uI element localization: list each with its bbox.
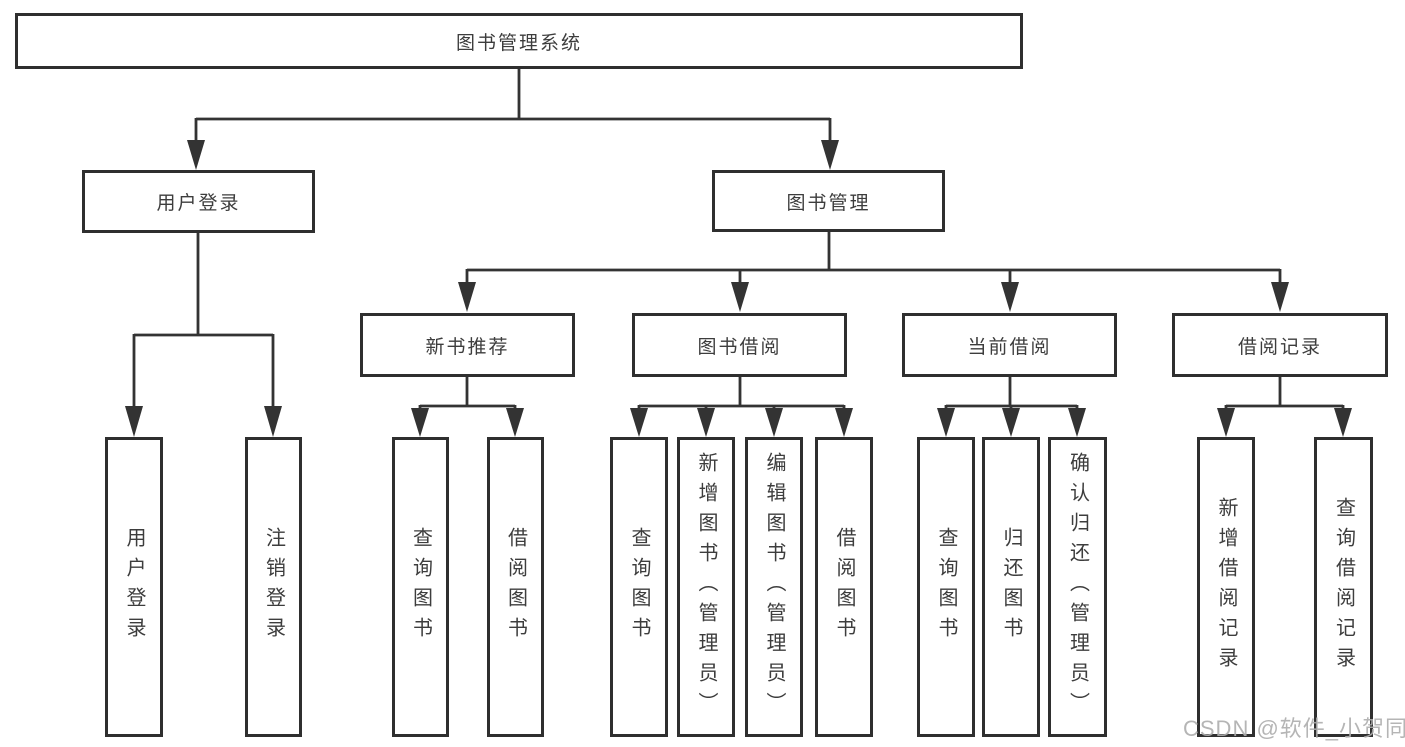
connector-borrowrecords-to-leaves	[1217, 377, 1352, 437]
arrowhead	[630, 408, 648, 437]
node-current-borrow: 当前借阅	[902, 313, 1117, 377]
leaf-logout-login: 注销登录	[245, 437, 302, 737]
arrowhead	[187, 140, 205, 170]
leaf-user-login-label: 用户登录	[123, 527, 145, 647]
arrowhead	[1217, 408, 1235, 437]
leaf-add-borrow-record: 新增借阅记录	[1197, 437, 1255, 737]
node-new-book-recommend-label: 新书推荐	[425, 336, 510, 358]
node-new-book-recommend: 新书推荐	[360, 313, 575, 377]
leaf-return-books-label: 归还图书	[1000, 527, 1022, 647]
leaf-recommend-query-books: 查询图书	[392, 437, 449, 737]
arrowhead	[835, 408, 853, 437]
node-book-borrow-label: 图书借阅	[697, 336, 782, 358]
node-user-login: 用户登录	[82, 170, 315, 233]
csdn-watermark: CSDN @软件_小贺同学	[1183, 716, 1405, 741]
node-root-system: 图书管理系统	[15, 13, 1023, 69]
leaf-current-query-books: 查询图书	[917, 437, 975, 737]
connector-bookborrow-to-leaves	[630, 377, 853, 437]
leaf-recommend-borrow-books: 借阅图书	[487, 437, 544, 737]
arrowhead	[264, 406, 282, 437]
leaf-query-borrow-record: 查询借阅记录	[1314, 437, 1373, 737]
leaf-return-books: 归还图书	[982, 437, 1040, 737]
connector-currentborrow-to-leaves	[937, 377, 1086, 437]
arrowhead	[1068, 408, 1086, 437]
arrowhead	[821, 140, 839, 170]
connector-bookmgmt-to-level3	[458, 232, 1289, 312]
leaf-query-borrow-record-label: 查询借阅记录	[1332, 497, 1355, 677]
leaf-edit-books-admin: 编辑图书（管理员）	[745, 437, 803, 737]
leaf-current-query-books-label: 查询图书	[935, 527, 957, 647]
node-book-management-label: 图书管理	[786, 192, 871, 214]
connector-userlogin-to-leaves	[125, 233, 282, 437]
arrowhead	[458, 282, 476, 312]
arrowhead	[765, 408, 783, 437]
connector-newbooks-to-leaves	[411, 377, 524, 437]
arrowhead	[697, 408, 715, 437]
arrowhead	[506, 408, 524, 437]
leaf-add-borrow-record-label: 新增借阅记录	[1215, 497, 1237, 677]
node-book-borrow: 图书借阅	[632, 313, 847, 377]
arrowhead	[125, 406, 143, 437]
node-borrow-records-label: 借阅记录	[1237, 336, 1322, 358]
leaf-borrow-query-books: 查询图书	[610, 437, 668, 737]
arrowhead	[731, 282, 749, 312]
arrowhead	[1334, 408, 1352, 437]
leaf-add-books-admin-label: 新增图书（管理员）	[695, 452, 717, 722]
arrowhead	[411, 408, 429, 437]
node-current-borrow-label: 当前借阅	[967, 336, 1052, 358]
node-user-login-label: 用户登录	[156, 193, 241, 214]
node-book-management: 图书管理	[712, 170, 945, 232]
leaf-edit-books-admin-label: 编辑图书（管理员）	[763, 452, 785, 722]
arrowhead	[1002, 408, 1020, 437]
arrowhead	[937, 408, 955, 437]
leaf-user-login: 用户登录	[105, 437, 163, 737]
node-borrow-records: 借阅记录	[1172, 313, 1388, 377]
leaf-borrow-query-books-label: 查询图书	[628, 527, 650, 647]
leaf-add-books-admin: 新增图书（管理员）	[677, 437, 735, 737]
arrowhead	[1001, 282, 1019, 312]
node-root-label: 图书管理系统	[455, 32, 582, 54]
leaf-recommend-borrow-books-label: 借阅图书	[504, 527, 527, 647]
leaf-logout-login-label: 注销登录	[262, 527, 285, 647]
arrowhead	[1271, 282, 1289, 312]
leaf-borrow-borrow-books-label: 借阅图书	[833, 527, 855, 647]
leaf-borrow-borrow-books: 借阅图书	[815, 437, 873, 737]
leaf-confirm-return-admin-label: 确认归还（管理员）	[1066, 452, 1089, 722]
leaf-recommend-query-books-label: 查询图书	[409, 527, 432, 647]
connector-root-to-level2	[187, 69, 839, 170]
leaf-confirm-return-admin: 确认归还（管理员）	[1048, 437, 1107, 737]
